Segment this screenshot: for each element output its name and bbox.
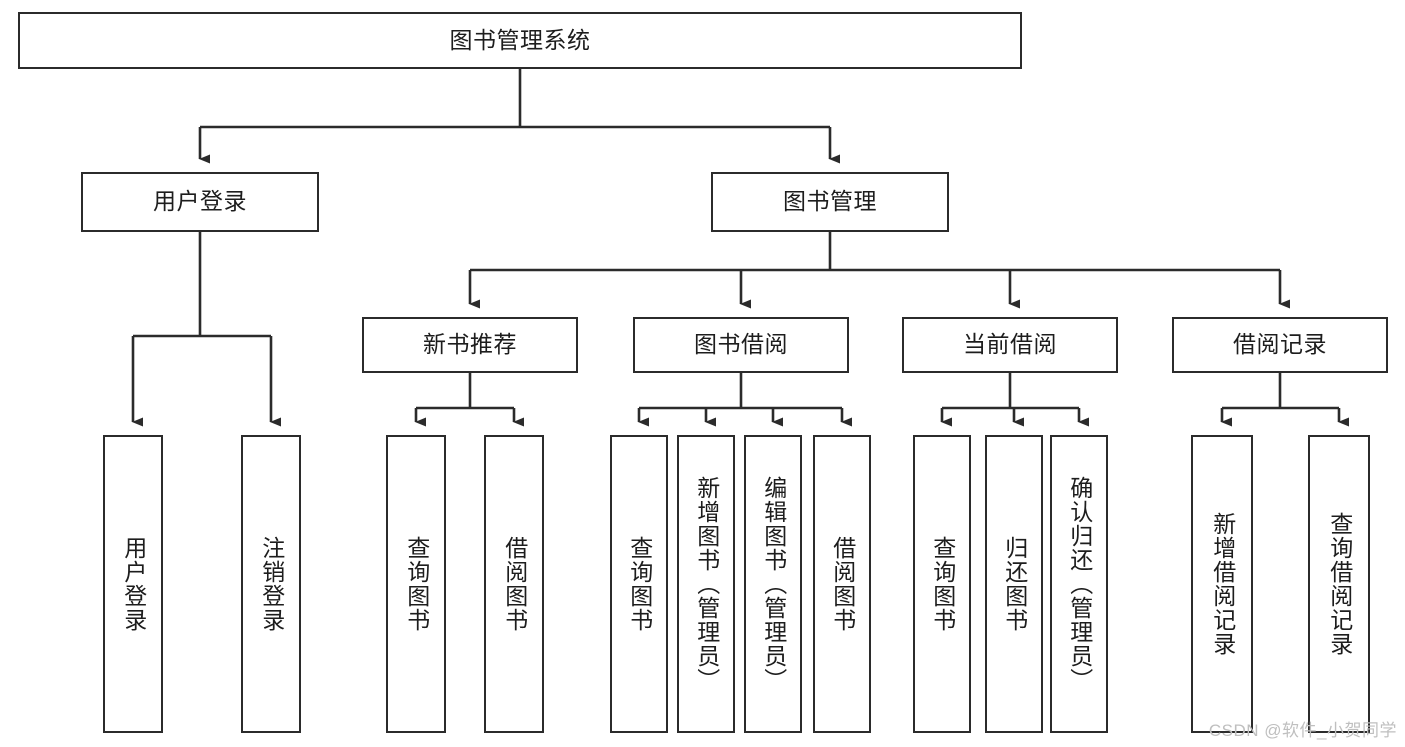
node-label: 查询图书 xyxy=(403,536,430,632)
node-label: 新书推荐 xyxy=(423,331,517,358)
node-label: 查询借阅记录 xyxy=(1326,512,1353,656)
leaf-node-10[interactable]: 确认归还（管理员） xyxy=(1050,435,1108,733)
level2-node-3[interactable]: 借阅记录 xyxy=(1172,317,1388,373)
node-label: 借阅记录 xyxy=(1233,331,1327,358)
leaf-node-8[interactable]: 查询图书 xyxy=(913,435,971,733)
leaf-node-5[interactable]: 新增图书（管理员） xyxy=(677,435,735,733)
node-label: 查询图书 xyxy=(929,536,956,632)
leaf-node-3[interactable]: 借阅图书 xyxy=(484,435,544,733)
leaf-node-0[interactable]: 用户登录 xyxy=(103,435,163,733)
leaf-node-9[interactable]: 归还图书 xyxy=(985,435,1043,733)
node-label: 新增借阅记录 xyxy=(1209,512,1236,656)
leaf-node-11[interactable]: 新增借阅记录 xyxy=(1191,435,1253,733)
node-label: 图书管理 xyxy=(783,188,877,215)
leaf-node-4[interactable]: 查询图书 xyxy=(610,435,668,733)
leaf-node-6[interactable]: 编辑图书（管理员） xyxy=(744,435,802,733)
level2-node-1[interactable]: 图书借阅 xyxy=(633,317,849,373)
node-label: 图书管理系统 xyxy=(449,26,591,53)
node-label: 编辑图书（管理员） xyxy=(760,476,787,692)
node-label: 当前借阅 xyxy=(963,331,1057,358)
leaf-node-12[interactable]: 查询借阅记录 xyxy=(1308,435,1370,733)
level1-node-1[interactable]: 图书管理 xyxy=(711,172,949,232)
node-label: 新增图书（管理员） xyxy=(693,476,720,692)
node-label: 查询图书 xyxy=(626,536,653,632)
node-label: 确认归还（管理员） xyxy=(1066,476,1093,692)
level2-node-0[interactable]: 新书推荐 xyxy=(362,317,578,373)
node-label: 用户登录 xyxy=(120,536,147,632)
watermark-label: CSDN @软件_小贺同学 xyxy=(1208,721,1397,740)
node-label: 用户登录 xyxy=(153,188,247,215)
root-node[interactable]: 图书管理系统 xyxy=(18,12,1022,69)
node-label: 图书借阅 xyxy=(694,331,788,358)
node-label: 借阅图书 xyxy=(829,536,856,632)
level1-node-0[interactable]: 用户登录 xyxy=(81,172,319,232)
level2-node-2[interactable]: 当前借阅 xyxy=(902,317,1118,373)
node-label: 注销登录 xyxy=(258,536,285,632)
leaf-node-1[interactable]: 注销登录 xyxy=(241,435,301,733)
node-label: 归还图书 xyxy=(1001,536,1028,632)
leaf-node-2[interactable]: 查询图书 xyxy=(386,435,446,733)
leaf-node-7[interactable]: 借阅图书 xyxy=(813,435,871,733)
node-label: 借阅图书 xyxy=(501,536,528,632)
